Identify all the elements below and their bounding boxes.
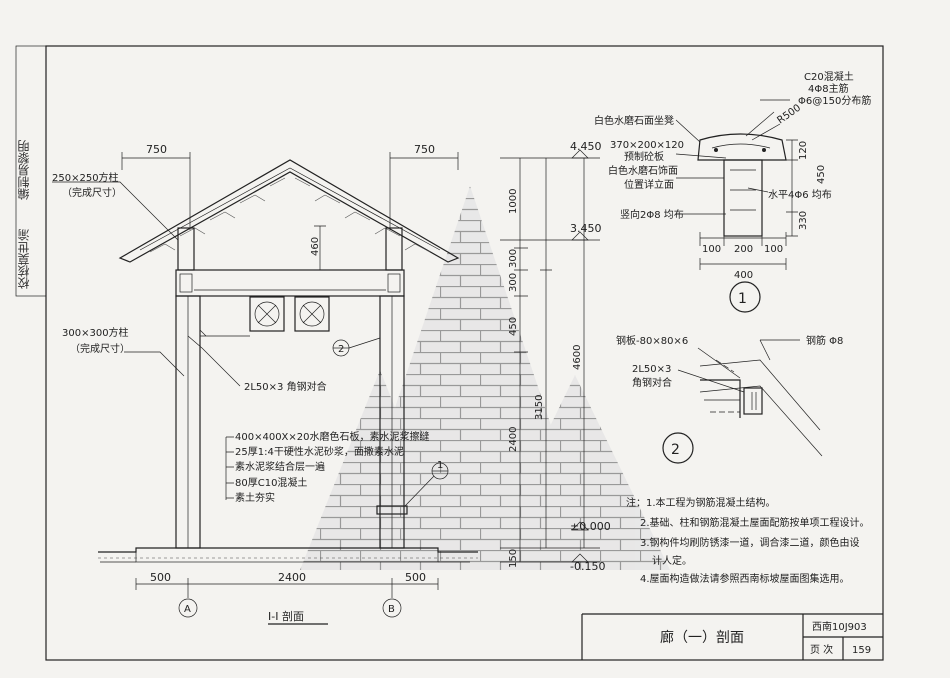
d1-dim-h2: 450 [816,165,827,184]
angle-steel-label: 2L50×3 角钢对合 [244,380,327,393]
floor-layer-1: 400×400X×20水磨色石板，素水泥浆擦缝 [235,430,430,443]
elev-mid: 3.450 [570,222,602,235]
detail-1 [675,99,798,313]
detail-2 [662,339,823,464]
axis-a-label: A [184,604,191,615]
dim-top-right: 750 [414,143,435,156]
d1-concrete: C20混凝土 [804,70,854,83]
d1-dim-w1: 100 [702,244,721,255]
elev-bottom: -0.150 [570,560,605,573]
elev-dim-1000: 1000 [508,189,519,214]
d1-slab: 370×200×120 [610,140,684,151]
drawing-title: 廊（一）剖面 [660,629,744,646]
atlas-code: 西南10J903 [812,620,867,633]
vent-left [249,296,285,332]
d1-rebar-dist: Φ6@150分布筋 [798,94,871,107]
d1-radius: R500 [775,103,803,127]
note-3-cont: 计人定。 [652,554,692,567]
elev-top: 4.450 [570,140,602,153]
elev-dim-3150: 3150 [534,395,545,420]
dim-460: 460 [310,237,321,256]
vent-right [294,296,330,332]
elev-dim-300a: 300 [508,249,519,268]
elevation-dims [500,149,600,563]
floor-layer-2: 25厚1:4干硬性水泥砂浆，面撒素水泥 [235,445,404,458]
d1-rebar-main: 4Φ8主筋 [808,82,849,95]
d1-dim-h1: 120 [798,141,809,160]
section-title: I-I 剖面 [268,609,304,623]
page-number: 159 [852,645,871,656]
d1-horiz: 水平4Φ6 均布 [768,189,832,201]
elev-dim-2400: 2400 [508,427,519,452]
dim-top-left: 750 [146,143,167,156]
dim-bottom-2: 2400 [278,571,306,584]
d1-seat: 白色水磨石面坐凳 [594,114,674,127]
d1-dim-total: 400 [734,270,753,281]
d2-plate: 钢板-80×80×6 [616,334,688,347]
elev-dim-300b: 300 [508,273,519,292]
column-main-sub: （完成尺寸） [70,342,130,355]
d1-number: 1 [738,291,747,307]
detail-ref-2-number: 2 [338,344,344,355]
section-drawing [52,152,478,625]
d2-rebar: 钢筋 Φ8 [806,334,843,347]
column-main-label: 300×300方柱 [62,326,129,339]
drawing-frame [45,45,884,661]
axis-b-label: B [388,604,395,615]
floor-layer-5: 素土夯实 [235,491,275,504]
d1-slab-sub: 预制砼板 [624,150,664,163]
d2-angle-sub: 角钢对合 [632,376,672,389]
dim-bottom-3: 500 [405,571,426,584]
detail-ref-1-number: 1 [437,460,443,471]
note-3: 3.钢构件均刷防锈漆一道，调合漆二道，颜色由设 [640,536,860,549]
side-strip-frame [15,45,47,297]
d1-vert: 竖向2Φ8 均布 [620,208,684,221]
note-2: 2.基础、柱和钢筋混凝土屋面配筋按单项工程设计。 [640,516,870,529]
note-1: 注：1.本工程为钢筋混凝土结构。 [626,496,776,509]
d1-dim-w3: 100 [764,244,783,255]
column-top-sub: （完成尺寸） [62,186,122,199]
d1-dim-w2: 200 [734,244,753,255]
dim-bottom-1: 500 [150,571,171,584]
title-block-lines [581,613,883,660]
d1-finish: 白色水磨石饰面 [608,164,678,177]
d1-finish-sub: 位置详立面 [624,178,674,191]
elev-dim-450: 450 [508,317,519,336]
floor-layer-4: 80厚C10混凝土 [235,476,307,489]
d2-angle: 2L50×3 [632,364,671,375]
d2-number: 2 [671,442,680,458]
floor-layer-3: 素水泥浆结合层一遍 [235,460,325,473]
elev-dim-4600: 4600 [572,345,583,370]
d1-dim-h3: 330 [798,211,809,230]
column-top-label: 250×250方柱 [52,171,119,184]
page-label: 页 次 [810,643,833,656]
elev-zero: ±0.000 [570,520,611,533]
elev-dim-150: 150 [508,549,519,568]
note-4: 4.屋面构造做法请参照西南标坡屋面图集选用。 [640,572,850,585]
